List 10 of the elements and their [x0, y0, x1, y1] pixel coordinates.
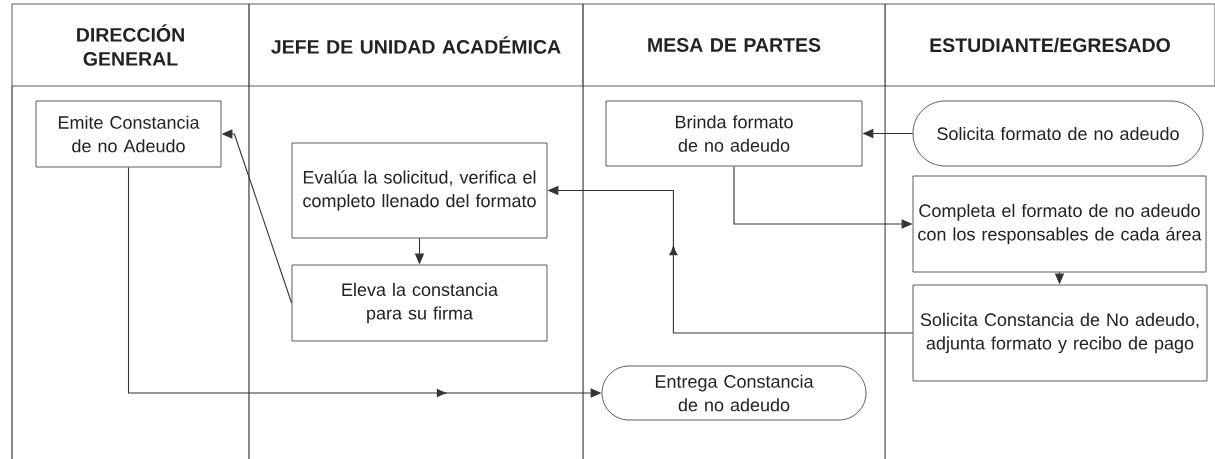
process-box: Completa el formato de no adeudo con los responsables de cada área [912, 175, 1207, 273]
lane-header: ESTUDIANTE/EGRESADO [884, 3, 1215, 87]
process-box: Emite Constancia de no Adeudo [35, 100, 222, 168]
process-box: Brinda formato de no adeudo [605, 100, 863, 167]
process-box: Evalúa la solicitud, verifica el completo llenado del formato [291, 142, 548, 239]
lane-header: MESA DE PARTES [582, 3, 886, 87]
lane-header: JEFE DE UNIDAD ACADÉMICA [248, 3, 584, 87]
process-box: Solicita Constancia de No adeudo, adjunta formato y recibo de pago [912, 284, 1208, 382]
process-box: Eleva la constancia para su firma [291, 264, 548, 342]
lane-header: DIRECCIÓN GENERAL [11, 3, 250, 87]
